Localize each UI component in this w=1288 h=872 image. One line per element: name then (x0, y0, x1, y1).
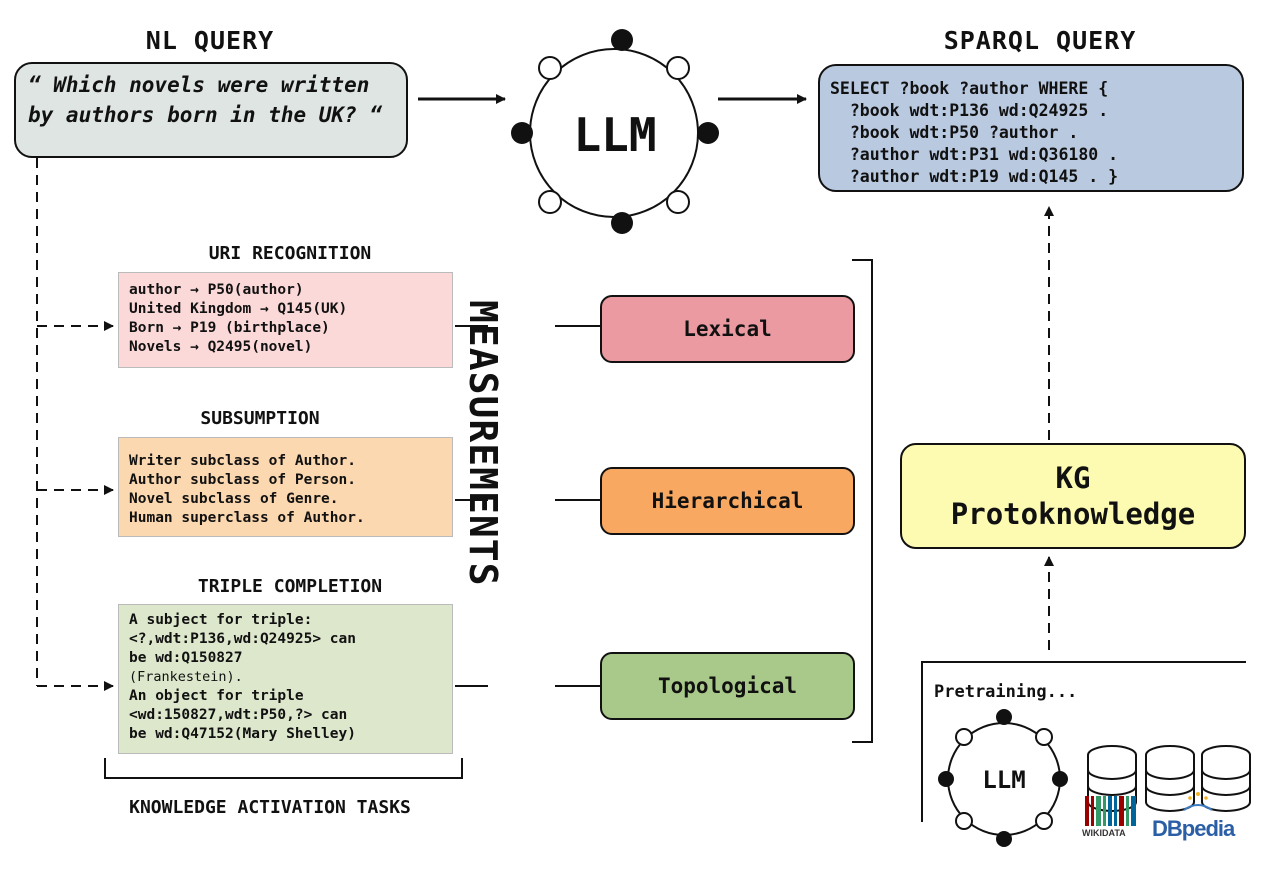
sparql-box: SELECT ?book ?author WHERE { ?book wdt:P… (818, 64, 1244, 192)
kg-line: KG (1055, 461, 1091, 495)
neural-circle-icon (611, 29, 633, 51)
nl-query-box: “ Which novels were written by authors b… (14, 62, 408, 158)
llm-model (511, 29, 719, 234)
uri-recognition-title: URI RECOGNITION (208, 243, 372, 264)
task-line: (Frankestein). (129, 669, 243, 685)
task-line: <wd:150827,wdt:P50,?> can (129, 707, 348, 723)
sparql-title: SPARQL QUERY (943, 26, 1137, 55)
sparql-line: ?book wdt:P50 ?author . (830, 123, 1079, 142)
triple-completion-title: TRIPLE COMPLETION (197, 576, 383, 597)
task-line: be wd:Q150827 (129, 650, 243, 666)
task-line: United Kingdom → Q145(UK) (129, 301, 348, 317)
database-icon (1201, 745, 1251, 812)
measurements-label: MEASUREMENTS (461, 300, 505, 587)
kg-line: Protoknowledge (950, 497, 1196, 531)
wikidata-label: WIKIDATA (1082, 828, 1126, 838)
pretraining-bracket (921, 661, 1246, 822)
nl-query-line: “ Which novels were written (28, 73, 370, 97)
topological-box: Topological (600, 652, 855, 720)
subsumption-box: Writer subclass of Author. Author subcla… (118, 437, 453, 537)
sparql-line: ?book wdt:P136 wd:Q24925 . (830, 101, 1109, 120)
task-line: Writer subclass of Author. (129, 453, 356, 469)
task-line: An object for triple (129, 688, 304, 704)
nl-query-line: by authors born in the UK? “ (28, 103, 383, 127)
kg-protoknowledge-box: KG Protoknowledge (900, 443, 1246, 549)
dbpedia-logo-icon (1183, 792, 1213, 811)
uri-recognition-box: author → P50(author) United Kingdom → Q1… (118, 272, 453, 368)
nl-query-title: NL QUERY (145, 26, 275, 55)
sparql-line: ?author wdt:P19 wd:Q145 . } (830, 167, 1119, 186)
task-line: <?,wdt:P136,wd:Q24925> can (129, 631, 356, 647)
measurements-bracket (852, 259, 873, 743)
task-line: A subject for triple: (129, 612, 313, 628)
lexical-box: Lexical (600, 295, 855, 363)
task-line: Novels → Q2495(novel) (129, 339, 313, 355)
task-line: Author subclass of Person. (129, 472, 356, 488)
tasks-footer: KNOWLEDGE ACTIVATION TASKS (129, 797, 411, 818)
sparql-line: SELECT ?book ?author WHERE { (830, 79, 1109, 98)
pretraining-llm (938, 709, 1068, 847)
triple-completion-box: A subject for triple: <?,wdt:P136,wd:Q24… (118, 604, 453, 754)
database-icon (1145, 745, 1195, 812)
wikidata-logo-icon (1085, 796, 1136, 826)
dbpedia-label: DBpedia (1152, 816, 1235, 841)
task-line: Human superclass of Author. (129, 510, 365, 526)
pretraining-llm-label: LLM (982, 766, 1026, 794)
task-line: be wd:Q47152(Mary Shelley) (129, 726, 356, 742)
task-line: author → P50(author) (129, 282, 304, 298)
subsumption-title: SUBSUMPTION (200, 408, 320, 429)
tasks-bracket (104, 758, 463, 779)
task-line: Born → P19 (birthplace) (129, 320, 330, 336)
task-line: Novel subclass of Genre. (129, 491, 339, 507)
hierarchical-box: Hierarchical (600, 467, 855, 535)
llm-label: LLM (573, 108, 657, 162)
sparql-line: ?author wdt:P31 wd:Q36180 . (830, 145, 1119, 164)
pretraining-label: Pretraining... (934, 682, 1078, 702)
